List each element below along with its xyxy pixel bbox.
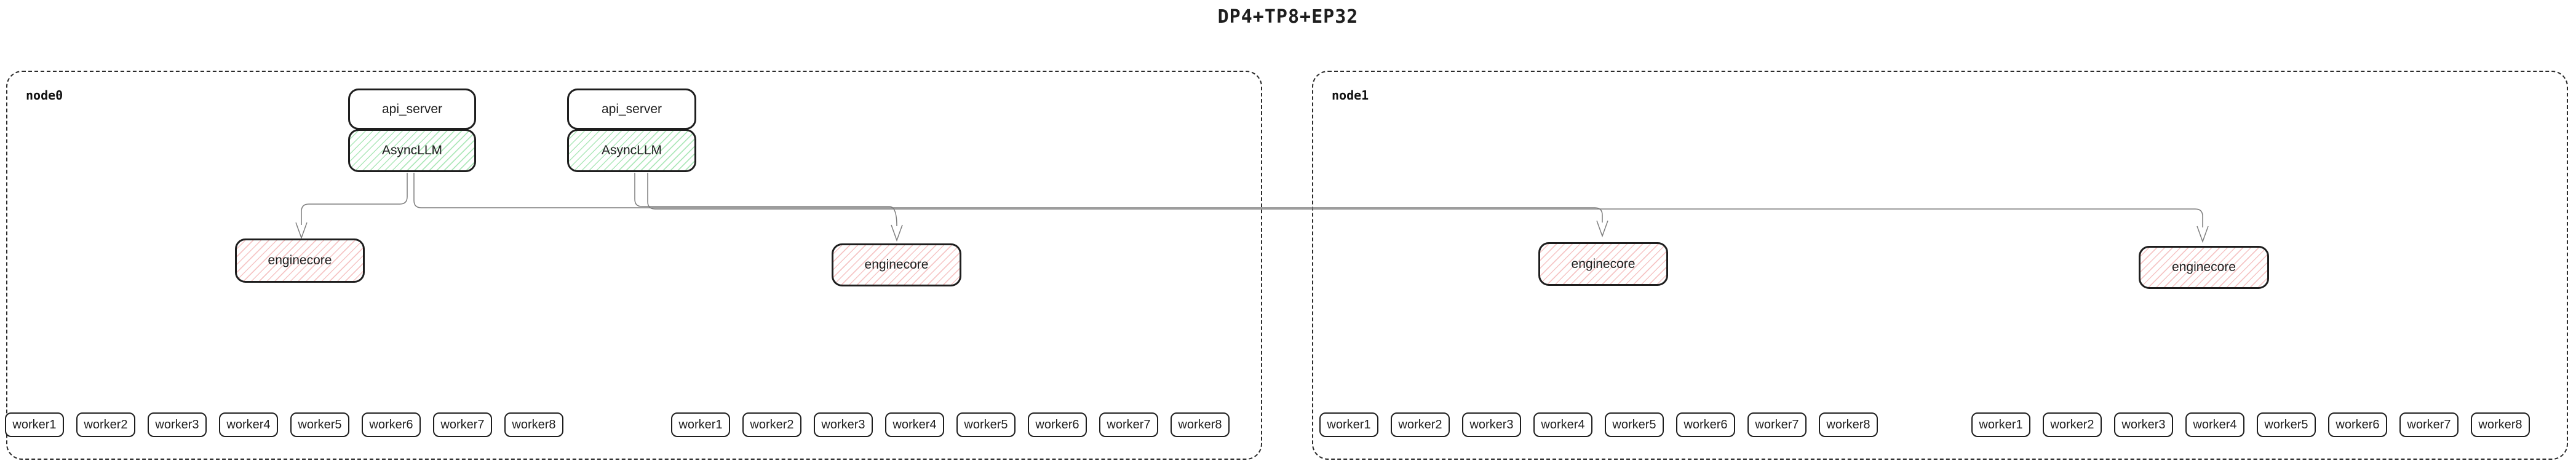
diagram-title: DP4+TP8+EP32 [1217,6,1359,28]
enginecore-box: enginecore [2139,246,2269,289]
worker-box: worker4 [1533,412,1592,437]
worker-box: worker6 [362,412,421,437]
worker-box: worker3 [1462,412,1521,437]
node-label-node0: node0 [26,88,63,103]
api-server-box: api_server [348,89,476,130]
asyncllm-box: AsyncLLM [567,129,696,172]
worker-box: worker4 [885,412,944,437]
worker-box: worker8 [504,412,563,437]
worker-box: worker2 [1391,412,1450,437]
worker-box: worker8 [2471,412,2530,437]
asyncllm-box: AsyncLLM [348,129,476,172]
api-server-box: api_server [567,89,696,130]
worker-box: worker2 [742,412,801,437]
worker-box: worker1 [5,412,64,437]
worker-box: worker7 [1099,412,1158,437]
worker-box: worker1 [671,412,730,437]
worker-box: worker4 [219,412,278,437]
worker-box: worker5 [956,412,1016,437]
enginecore-box: enginecore [235,238,365,283]
worker-box: worker7 [1747,412,1807,437]
worker-box: worker6 [1676,412,1735,437]
worker-box: worker2 [76,412,135,437]
node-box-node0: node0 [6,71,1262,460]
worker-box: worker5 [1605,412,1664,437]
node-box-node1: node1 [1312,71,2568,460]
worker-box: worker1 [1319,412,1378,437]
worker-box: worker2 [2043,412,2102,437]
enginecore-box: enginecore [832,243,961,286]
worker-box: worker3 [148,412,207,437]
worker-box: worker7 [2399,412,2459,437]
worker-box: worker4 [2185,412,2244,437]
worker-box: worker6 [1028,412,1087,437]
worker-box: worker3 [2114,412,2173,437]
worker-box: worker7 [433,412,492,437]
worker-box: worker5 [2257,412,2316,437]
worker-box: worker8 [1819,412,1878,437]
worker-box: worker3 [814,412,873,437]
node-label-node1: node1 [1332,88,1369,103]
worker-box: worker1 [1971,412,2030,437]
enginecore-box: enginecore [1538,242,1668,286]
worker-box: worker5 [290,412,349,437]
worker-box: worker8 [1171,412,1230,437]
worker-box: worker6 [2328,412,2387,437]
